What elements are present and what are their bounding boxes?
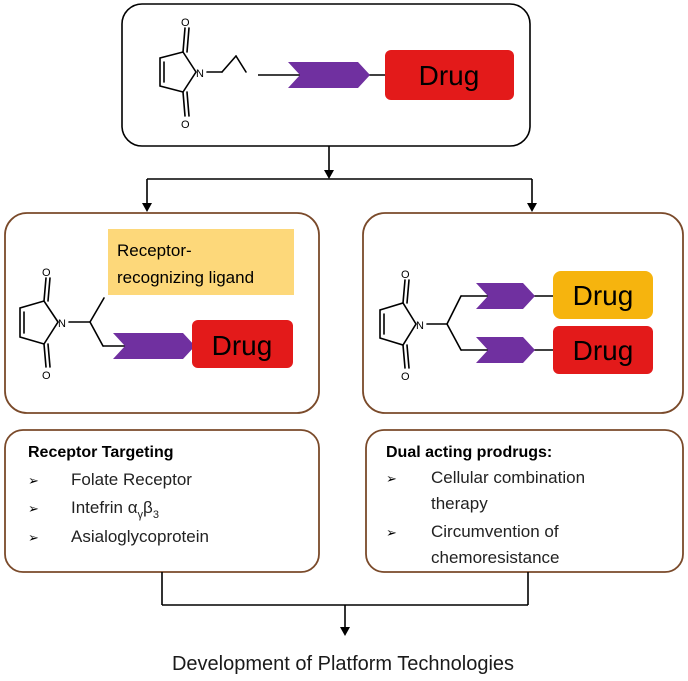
right-oxygen-lower: O: [401, 371, 410, 383]
receptor-bullet-3: ➢: [28, 530, 39, 545]
dual-bullet-2: ➢: [386, 525, 397, 540]
receptor-item-folate: Folate Receptor: [71, 470, 192, 489]
right-drug-label-top: Drug: [573, 280, 634, 311]
left-nitrogen: N: [58, 318, 66, 330]
right-drug-box-bottom: [553, 326, 653, 374]
left-oxygen-upper: O: [42, 267, 51, 279]
top-oxygen-upper: O: [181, 17, 190, 29]
top-maleimide: O O N: [159, 17, 247, 131]
dual-bullet-1: ➢: [386, 471, 397, 486]
branch-connector: [142, 146, 537, 212]
top-drug-box: [385, 50, 514, 100]
right-drug-box-top: [553, 271, 653, 319]
left-maleimide: O O N: [19, 267, 105, 382]
left-linker-chevrons: [113, 333, 195, 359]
receptor-heading: Receptor Targeting: [28, 444, 174, 461]
ligand-line2: recognizing ligand: [117, 268, 254, 287]
dual-acting-box: Dual acting prodrugs: ➢ Cellular combina…: [365, 429, 684, 573]
top-linker-chevrons: [288, 62, 370, 88]
right-linker-chevrons-top: [476, 283, 535, 309]
footer-title: Development of Platform Technologies: [172, 653, 514, 675]
right-nitrogen: N: [416, 320, 424, 332]
left-drug-box: [192, 320, 293, 368]
top-construct: O O N Drug: [121, 3, 531, 147]
ligand-line1: Receptor-: [117, 241, 192, 260]
receptor-bullet-2: ➢: [28, 501, 39, 516]
receptor-bullet-1: ➢: [28, 473, 39, 488]
dual-item-circumvention-line1: Circumvention of: [431, 522, 559, 541]
left-drug-label: Drug: [212, 330, 273, 361]
top-oxygen-lower: O: [181, 119, 190, 131]
receptor-item-asialo: Asialoglycoprotein: [71, 527, 209, 546]
dual-item-circumvention-line2: chemoresistance: [431, 548, 560, 567]
dual-item-combination-line1: Cellular combination: [431, 468, 585, 487]
receptor-item-integrin: Intefrin αγβ3: [71, 498, 159, 521]
dual-heading: Dual acting prodrugs:: [386, 444, 552, 461]
ligand-box: [108, 229, 294, 295]
top-nitrogen: N: [196, 68, 204, 80]
right-linker-chevrons-bottom: [476, 337, 535, 363]
right-maleimide: O O N: [379, 269, 462, 383]
dual-box: [365, 429, 684, 573]
right-drug-label-bottom: Drug: [573, 335, 634, 366]
left-oxygen-lower: O: [42, 370, 51, 382]
right-panel: O O N Drug Drug: [362, 212, 684, 414]
receptor-targeting-box: Receptor Targeting ➢ Folate Receptor ➢ I…: [4, 429, 320, 573]
dual-item-combination-line2: therapy: [431, 494, 488, 513]
top-drug-label: Drug: [419, 60, 480, 91]
merge-connector: [161, 572, 529, 636]
right-oxygen-upper: O: [401, 269, 410, 281]
left-panel: Receptor- recognizing ligand O O N Drug: [4, 212, 320, 414]
